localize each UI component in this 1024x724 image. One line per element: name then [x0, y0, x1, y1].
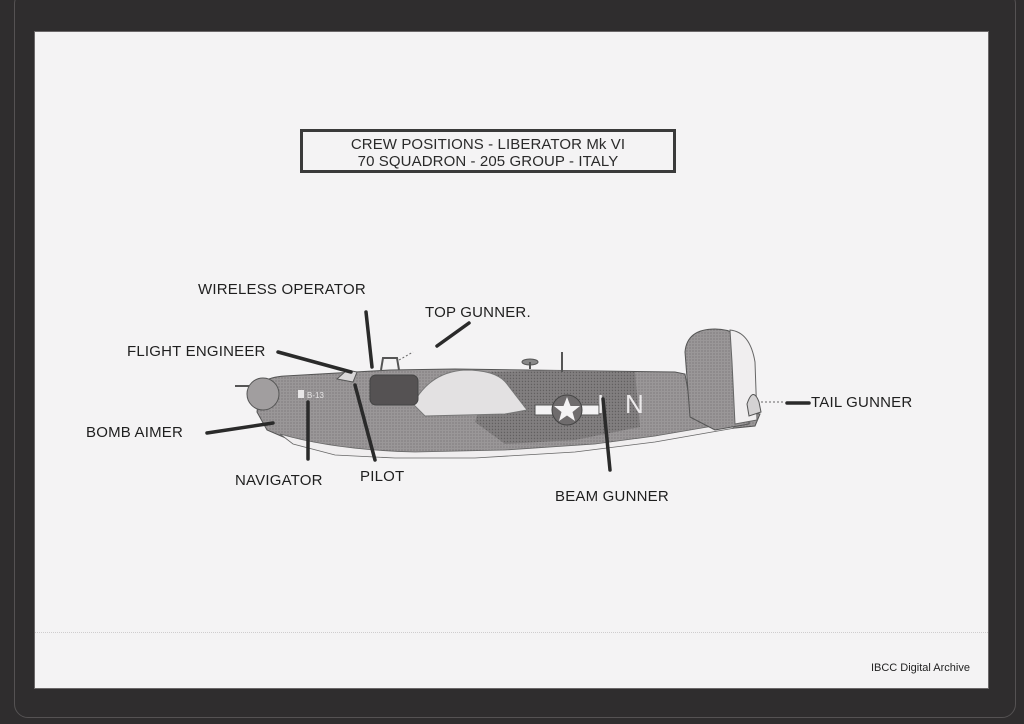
pointer-bomb-aimer — [205, 421, 275, 435]
pointer-wireless-operator — [364, 310, 374, 369]
archive-credit: IBCC Digital Archive — [870, 662, 970, 674]
engine-nacelle — [369, 374, 419, 406]
document-page: CREW POSITIONS - LIBERATOR Mk VI 70 SQUA… — [35, 32, 988, 688]
top-turret-gun — [398, 351, 414, 361]
label-tail-gunner: TAIL GUNNER — [811, 394, 913, 411]
title-box: CREW POSITIONS - LIBERATOR Mk VI 70 SQUA… — [300, 129, 676, 173]
pointer-top-gunner — [435, 321, 471, 348]
scan-artifact-line — [35, 632, 988, 633]
label-wireless-operator: WIRELESS OPERATOR — [198, 281, 366, 298]
tail-turret — [746, 394, 762, 417]
label-bomb-aimer: BOMB AIMER — [86, 424, 184, 441]
label-flight-engineer: FLIGHT ENGINEER — [127, 343, 266, 360]
label-pilot: PILOT — [360, 468, 405, 485]
pointer-pilot — [353, 383, 377, 462]
fuselage-letter-1: I — [597, 389, 604, 419]
label-top-gunner: TOP GUNNER. — [425, 304, 531, 321]
top-turret — [380, 357, 400, 371]
title-line-2: 70 SQUADRON - 205 GROUP - ITALY — [357, 153, 619, 170]
wing-fairing — [412, 369, 528, 417]
pointer-lines — [205, 310, 811, 472]
aircraft-diagram: B-13 I N — [205, 310, 811, 472]
pointer-beam-gunner — [601, 397, 612, 472]
fuselage-letter-2: N — [625, 389, 644, 419]
label-beam-gunner: BEAM GUNNER — [555, 488, 669, 505]
star-icon — [554, 397, 580, 421]
underside — [279, 423, 737, 459]
title-line-1: CREW POSITIONS - LIBERATOR Mk VI — [350, 136, 626, 153]
nose-turret — [246, 377, 280, 411]
nose-code-box — [298, 390, 304, 398]
label-navigator: NAVIGATOR — [235, 472, 323, 489]
pointer-flight-engineer — [276, 350, 353, 374]
nose-code: B-13 — [307, 391, 324, 400]
